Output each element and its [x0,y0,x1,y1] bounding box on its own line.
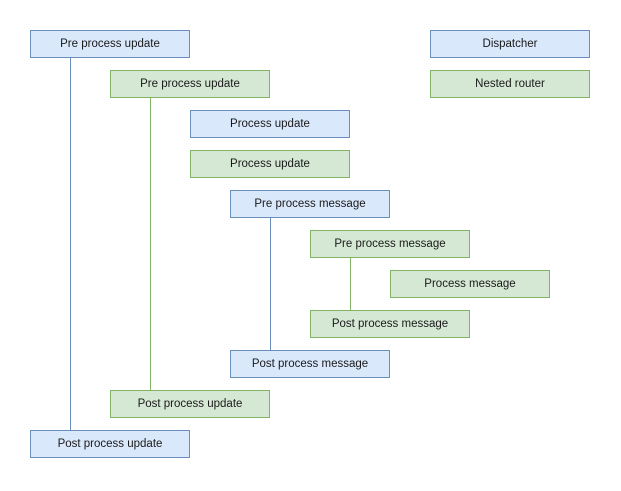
legend-item-nested-router[interactable]: Nested router [430,70,590,98]
process-node[interactable]: Pre process update [110,70,270,98]
process-node[interactable]: Process update [190,150,350,178]
process-node[interactable]: Process message [390,270,550,298]
connector-line [350,258,351,310]
connector-line [150,98,151,390]
process-node[interactable]: Post process message [310,310,470,338]
connector-line [270,218,271,350]
process-node[interactable]: Pre process message [310,230,470,258]
connector-line [70,58,71,430]
process-node[interactable]: Post process message [230,350,390,378]
process-node[interactable]: Process update [190,110,350,138]
legend-item-dispatcher[interactable]: Dispatcher [430,30,590,58]
process-node[interactable]: Post process update [30,430,190,458]
process-node[interactable]: Pre process update [30,30,190,58]
process-node[interactable]: Post process update [110,390,270,418]
process-node[interactable]: Pre process message [230,190,390,218]
